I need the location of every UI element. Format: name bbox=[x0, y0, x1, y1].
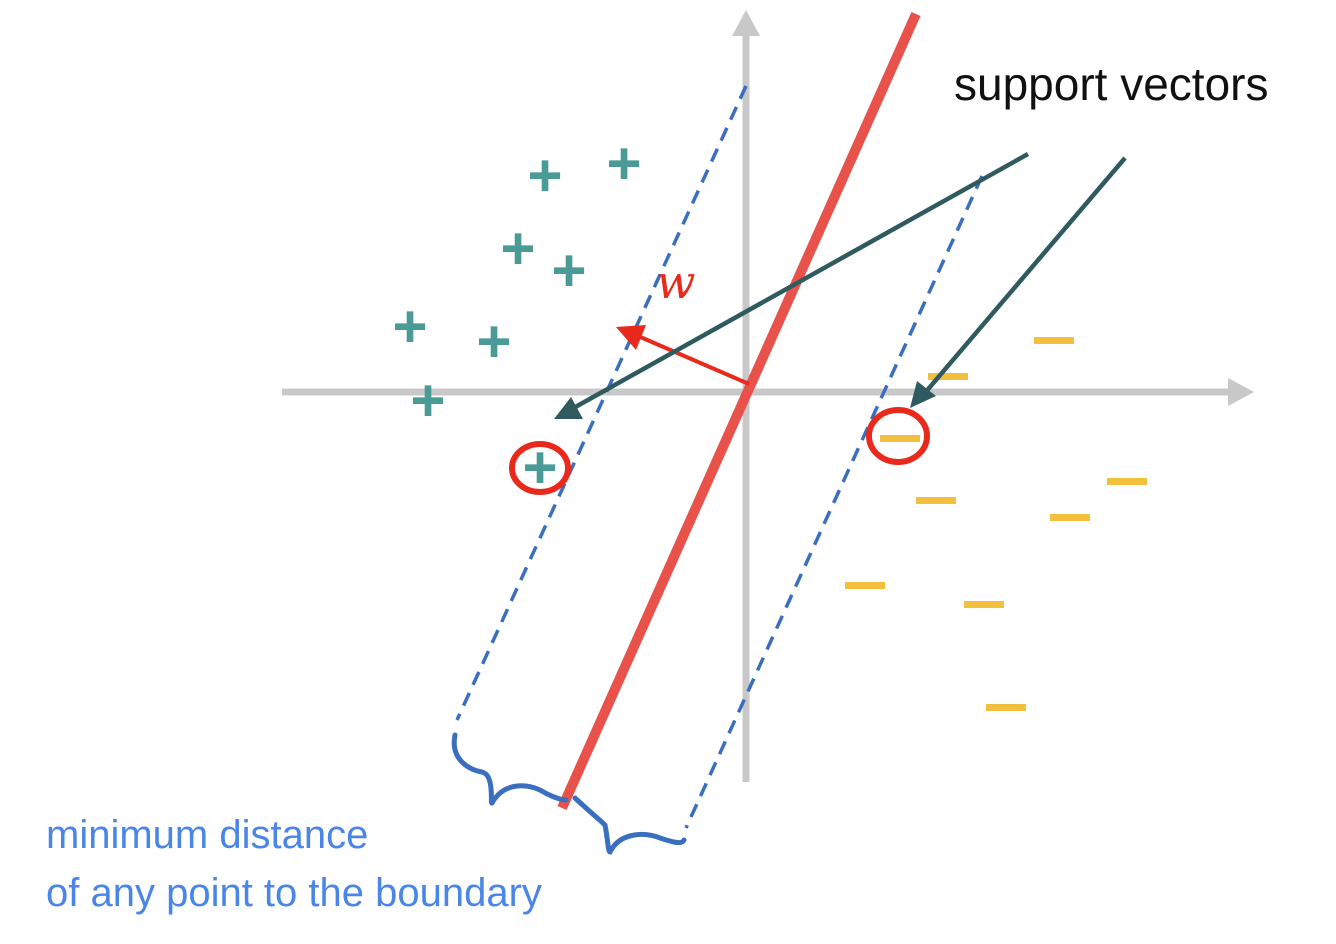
positive-support-vector-circle bbox=[509, 441, 571, 495]
weight-vector: w bbox=[616, 255, 750, 386]
positive-point: + bbox=[606, 130, 641, 197]
negative-point bbox=[1107, 478, 1147, 485]
positive-point: + bbox=[476, 308, 511, 375]
positive-point: + bbox=[410, 367, 445, 434]
weight-vector-label: w bbox=[656, 255, 695, 309]
positive-point: + bbox=[392, 293, 427, 360]
positive-margin-line bbox=[455, 85, 748, 721]
margin-braces bbox=[451, 732, 687, 855]
positive-points: + + + + + + + + bbox=[392, 130, 641, 501]
margin-caption-line2: of any point to the boundary bbox=[46, 871, 542, 915]
support-vectors-label: support vectors bbox=[954, 58, 1268, 110]
support-vector-arrows bbox=[554, 152, 1127, 419]
axes bbox=[282, 10, 1254, 782]
negative-point bbox=[916, 497, 956, 504]
y-axis-arrowhead bbox=[732, 10, 760, 36]
margin-caption-line1: minimum distance bbox=[46, 813, 368, 857]
support-arrowhead-positive bbox=[554, 397, 583, 419]
positive-point: + bbox=[527, 142, 562, 209]
negative-support-vector-point bbox=[880, 435, 920, 442]
negative-margin-line bbox=[684, 175, 984, 829]
negative-points bbox=[845, 337, 1147, 711]
negative-point bbox=[964, 601, 1004, 608]
x-axis-arrowhead bbox=[1228, 378, 1254, 406]
negative-point bbox=[928, 373, 968, 380]
decision-boundary bbox=[557, 11, 921, 811]
positive-point: + bbox=[551, 237, 586, 304]
negative-point bbox=[1034, 337, 1074, 344]
negative-point bbox=[986, 704, 1026, 711]
weight-vector-arrow bbox=[637, 334, 750, 386]
negative-point bbox=[1050, 514, 1090, 521]
support-vector-highlights bbox=[509, 407, 930, 495]
margin-lines bbox=[455, 85, 984, 829]
weight-vector-arrowhead bbox=[616, 325, 646, 350]
negative-support-vector-circle bbox=[866, 407, 930, 465]
left-margin-brace bbox=[451, 732, 569, 806]
support-arrow-to-negative bbox=[922, 156, 1127, 396]
right-margin-brace bbox=[572, 795, 687, 855]
support-arrowhead-negative bbox=[910, 381, 936, 408]
negative-point bbox=[845, 582, 885, 589]
support-arrow-to-positive bbox=[568, 152, 1030, 412]
positive-point: + bbox=[500, 215, 535, 282]
